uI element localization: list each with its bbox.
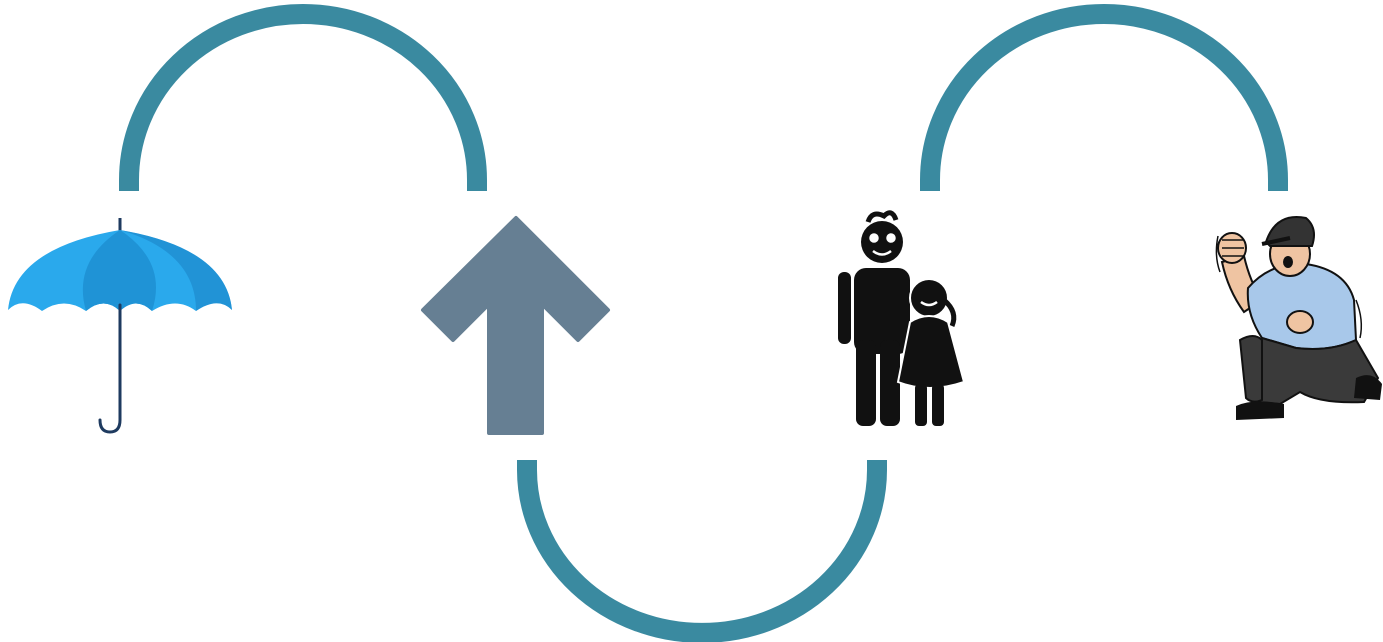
father-daughter-icon [838,213,964,426]
up-arrow-icon [423,218,608,433]
connector-arc-3 [930,14,1278,191]
connector-arc-1 [129,14,477,191]
connector-arc-2 [527,460,877,633]
umbrella-icon [8,218,232,432]
cheering-man-icon [1216,217,1382,420]
